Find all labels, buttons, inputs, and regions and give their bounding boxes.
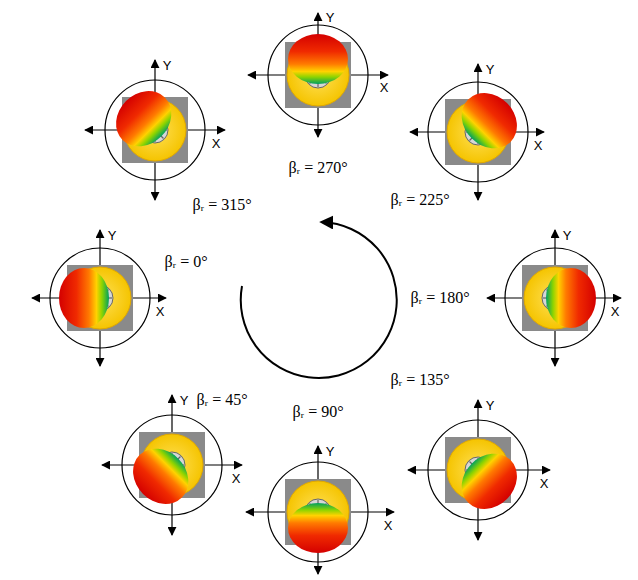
- axis-label: X: [611, 305, 620, 319]
- antenna-panel: [246, 446, 394, 574]
- angle-label: βᵣ = 270°: [286, 159, 349, 177]
- antenna-panel: [248, 13, 388, 137]
- angle-label: βᵣ = 315°: [190, 196, 253, 214]
- angle-label: βᵣ = 0°: [162, 253, 209, 271]
- antenna-panel: [32, 230, 166, 366]
- rotation-arrow: [241, 222, 397, 378]
- axis-label: Y: [563, 229, 572, 243]
- angle-label: βᵣ = 180°: [408, 289, 471, 307]
- axis-label: X: [534, 139, 543, 153]
- antenna-panel: [408, 400, 550, 540]
- angle-label: βᵣ = 135°: [388, 371, 451, 389]
- antenna-panel: [487, 230, 621, 366]
- axis-label: Y: [180, 394, 189, 408]
- axis-label: Y: [486, 63, 495, 77]
- axis-label: X: [232, 472, 241, 486]
- angle-label: βᵣ = 90°: [290, 403, 345, 421]
- axis-label: X: [156, 305, 165, 319]
- antenna-panel: [410, 64, 544, 200]
- axis-label: Y: [326, 445, 335, 459]
- axis-label: X: [380, 81, 389, 95]
- antenna-panel: [102, 395, 242, 535]
- angle-label: βᵣ = 45°: [194, 391, 249, 409]
- axis-label: X: [540, 477, 549, 491]
- axis-label: Y: [326, 11, 335, 25]
- axis-label: Y: [486, 399, 495, 413]
- angle-label: βᵣ = 225°: [388, 191, 451, 209]
- antenna-panel: [85, 60, 225, 200]
- axis-label: Y: [108, 229, 117, 243]
- axis-label: X: [384, 519, 393, 533]
- axis-label: X: [212, 137, 221, 151]
- axis-label: Y: [163, 59, 172, 73]
